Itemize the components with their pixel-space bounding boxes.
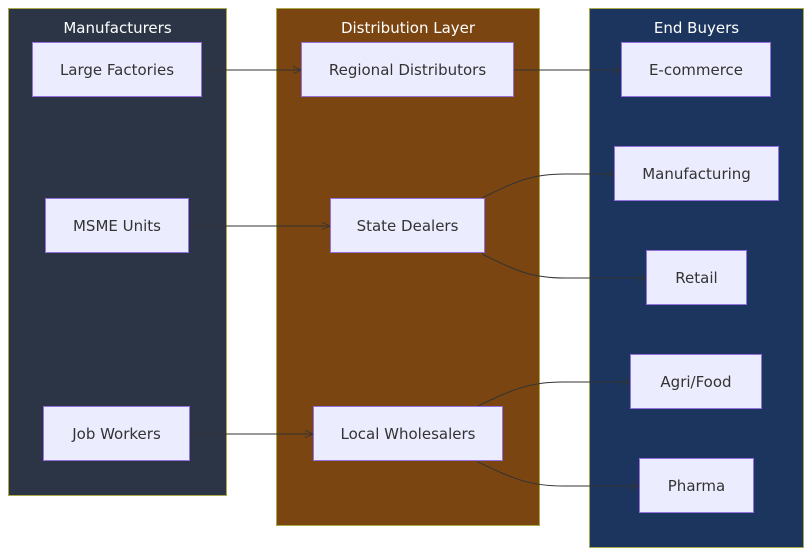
node-pharma-label: Pharma xyxy=(667,476,726,495)
node-msme-units-label: MSME Units xyxy=(72,216,161,235)
node-regional-distributors[interactable]: Regional Distributors xyxy=(301,42,514,97)
node-state-dealers-label: State Dealers xyxy=(356,216,459,235)
node-retail[interactable]: Retail xyxy=(646,250,747,305)
node-large-factories-label: Large Factories xyxy=(59,60,175,79)
node-manufacturing[interactable]: Manufacturing xyxy=(614,146,779,201)
node-agri-food[interactable]: Agri/Food xyxy=(630,354,762,409)
node-job-workers[interactable]: Job Workers xyxy=(43,406,190,461)
node-large-factories[interactable]: Large Factories xyxy=(32,42,202,97)
node-agri-food-label: Agri/Food xyxy=(660,372,732,391)
node-regional-distributors-label: Regional Distributors xyxy=(328,60,487,79)
lane-title-manufacturers: Manufacturers xyxy=(63,19,172,37)
node-retail-label: Retail xyxy=(675,268,718,287)
node-ecommerce-label: E-commerce xyxy=(648,60,744,79)
node-manufacturing-label: Manufacturing xyxy=(642,164,751,183)
node-local-wholesalers[interactable]: Local Wholesalers xyxy=(313,406,503,461)
node-pharma[interactable]: Pharma xyxy=(639,458,754,513)
lane-title-end-buyers: End Buyers xyxy=(653,19,740,37)
node-ecommerce[interactable]: E-commerce xyxy=(621,42,771,97)
node-state-dealers[interactable]: State Dealers xyxy=(330,198,485,253)
node-job-workers-label: Job Workers xyxy=(72,424,161,443)
node-msme-units[interactable]: MSME Units xyxy=(45,198,189,253)
node-local-wholesalers-label: Local Wholesalers xyxy=(340,424,476,443)
lane-title-distribution: Distribution Layer xyxy=(340,19,476,37)
